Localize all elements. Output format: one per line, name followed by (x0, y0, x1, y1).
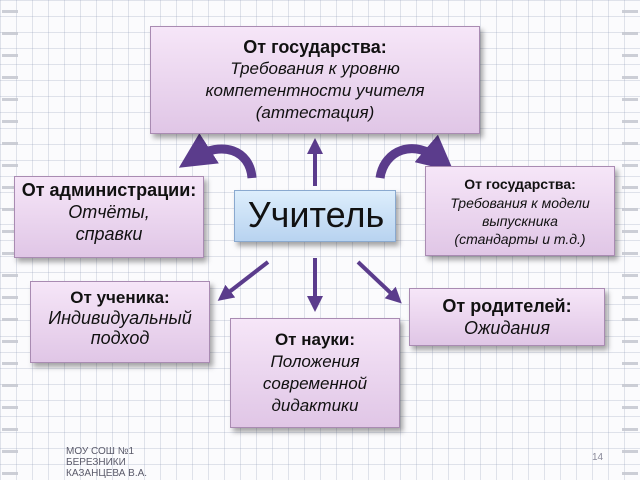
arrow-down-left (217, 260, 270, 301)
box-body: Индивидуальный (48, 308, 192, 328)
footer-author: МОУ СОШ №1 БЕРЕЗНИКИ КАЗАНЦЕВА В.А. (66, 446, 196, 479)
slide-number: 14 (592, 452, 604, 463)
box-body: Требования к модели выпускника (стандарт… (445, 194, 595, 248)
box-title: От государства: (464, 175, 576, 192)
curved-arrow-right (375, 134, 454, 179)
center-label: Учитель (247, 194, 385, 235)
binder-rings-left (2, 0, 18, 480)
box-parents: От родителей: Ожидания (409, 288, 605, 346)
footer-school: МОУ СОШ №1 БЕРЕЗНИКИ (66, 446, 135, 468)
box-student: От ученика: Индивидуальный подход (30, 281, 210, 363)
box-science: От науки: Положения современной дидактик… (230, 318, 400, 428)
footer-author-name: КАЗАНЦЕВА В.А. (66, 468, 148, 479)
box-body-tail: подход (90, 328, 150, 348)
box-title: От науки: (274, 330, 356, 349)
box-body-tail: (стандарты и т.д.) (454, 230, 586, 247)
box-administration: От администрации: Отчёты, справки (14, 176, 204, 258)
box-body: Отчёты, справки (68, 202, 150, 244)
curved-arrow-left (178, 133, 257, 179)
box-body: Положения современной дидактики (262, 352, 368, 415)
box-title: От родителей: (442, 296, 572, 316)
box-body: Ожидания (464, 318, 550, 338)
center-node-teacher: Учитель (234, 190, 396, 242)
binder-rings-right (622, 0, 638, 480)
box-title: От ученика: (70, 288, 170, 307)
box-state-requirements-graduate: От государства: Требования к модели выпу… (425, 166, 615, 256)
box-state-requirements-competence: От государства: Требования к уровню комп… (150, 26, 480, 134)
arrow-down-right (356, 260, 402, 304)
box-body-main: Требования к модели выпускника (450, 194, 590, 229)
box-body: Требования к уровню компетентности учите… (205, 59, 425, 122)
box-title: От администрации: (21, 180, 197, 200)
box-title: От государства: (243, 37, 387, 57)
